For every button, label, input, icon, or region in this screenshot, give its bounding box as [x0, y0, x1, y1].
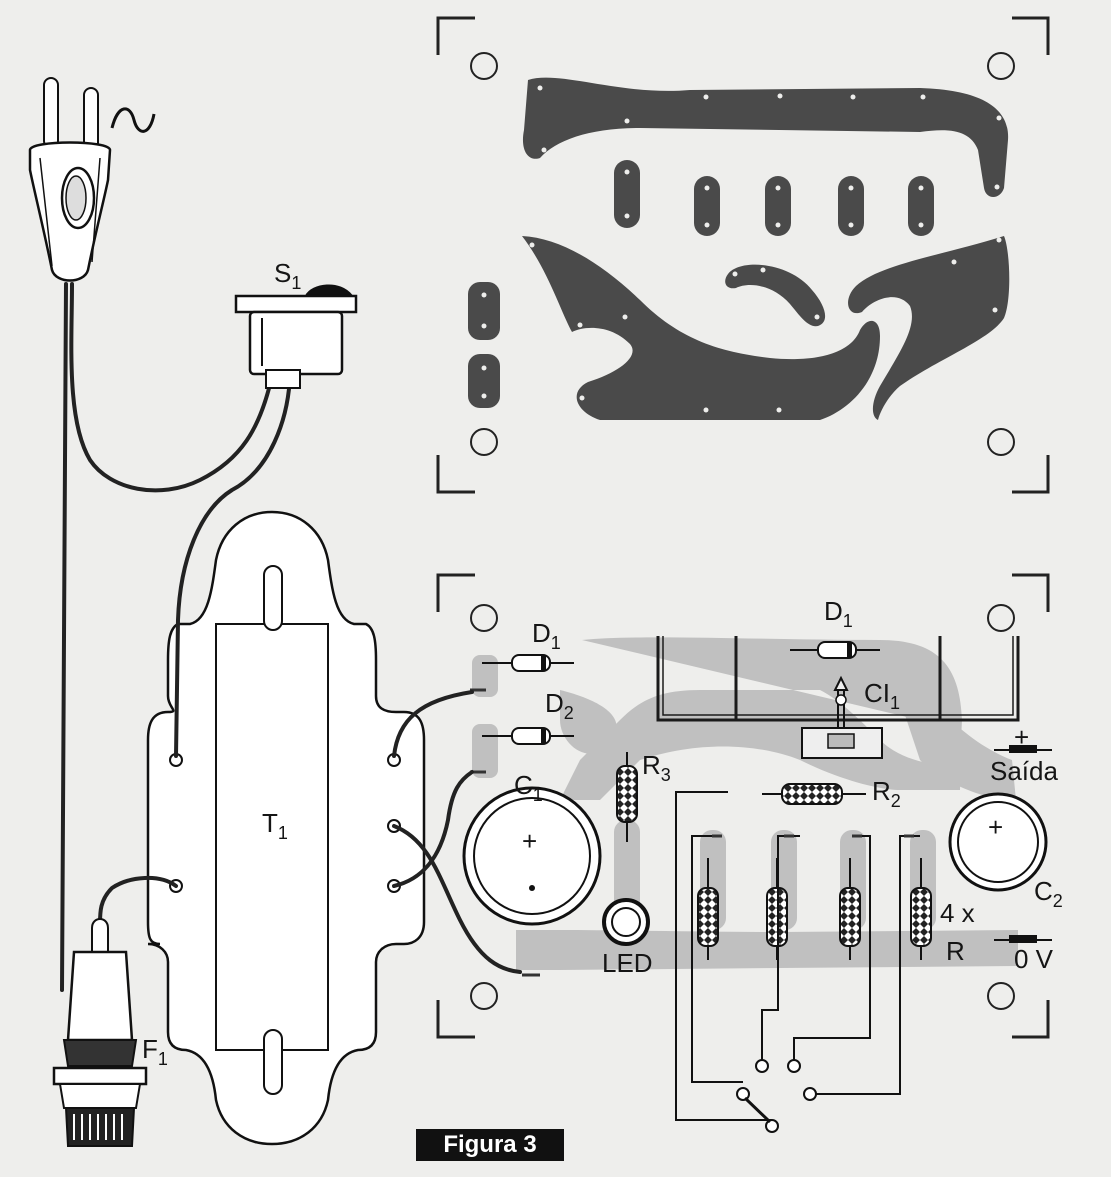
pcb-bottom-board: [436, 573, 1052, 1133]
output-leads: [994, 745, 1052, 943]
caption-background: [416, 1129, 564, 1161]
copper-pads: [468, 160, 934, 408]
ic-regulator-ci1: [801, 675, 883, 759]
label-c2-polarity: +: [988, 812, 1003, 842]
copper-trace: [848, 236, 1010, 420]
mounting-hole: [987, 52, 1015, 80]
label-f1: F1: [142, 1034, 168, 1069]
resistor-r3: [616, 752, 638, 842]
mounting-hole: [470, 52, 498, 80]
diode-d1-left: [482, 654, 574, 672]
label-4x: 4 x: [940, 898, 975, 928]
label-t1: T1: [262, 808, 288, 843]
label-s1: S1: [274, 258, 301, 293]
mounting-hole: [987, 428, 1015, 456]
fuse-holder-f1: [52, 918, 148, 1147]
label-r2: R2: [872, 776, 901, 811]
label-led: LED: [602, 948, 653, 978]
label-d1-left: D1: [532, 618, 561, 653]
mounting-hole: [470, 604, 498, 632]
mounting-hole: [470, 982, 498, 1010]
wires: [60, 282, 522, 992]
copper-trace: [522, 236, 880, 420]
corner-mark: [436, 16, 1050, 494]
capacitor-c1: [462, 786, 602, 926]
diode-d1-right: [790, 641, 880, 659]
component-labels: S1 T1 F1 D1 D2 D1 CI1 R3 R2 C1 C2 + + + …: [142, 258, 1063, 1069]
led-indicator: [602, 898, 650, 946]
switch-s1: [234, 284, 358, 389]
label-c1-polarity: +: [522, 826, 537, 856]
label-r3: R3: [642, 750, 671, 785]
pcb-top-board: [436, 16, 1050, 494]
mounting-hole: [987, 604, 1015, 632]
transformer-t1: [146, 510, 426, 1146]
diode-d2: [482, 727, 574, 745]
label-output-plus: +: [1014, 722, 1029, 752]
label-d1-right: D1: [824, 596, 853, 631]
label-c2: C2: [1034, 876, 1063, 911]
capacitor-c2: [948, 792, 1048, 892]
label-saida: Saída: [990, 756, 1058, 786]
copper-trace: [522, 77, 1009, 197]
resistor-r2: [762, 783, 866, 805]
label-ci1: CI1: [864, 678, 900, 713]
ac-plug: [28, 77, 112, 282]
label-zero-v: 0 V: [1014, 944, 1054, 974]
corner-mark: [436, 573, 1050, 1039]
label-c1: C1: [514, 770, 543, 805]
drill-holes: [481, 85, 1002, 413]
mounting-hole: [987, 982, 1015, 1010]
mounting-hole: [470, 428, 498, 456]
label-d2: D2: [545, 688, 574, 723]
label-r-group: R: [946, 936, 965, 966]
copper-trace: [725, 264, 826, 327]
figure-caption: Figura 3: [443, 1131, 537, 1158]
ac-sine-icon: [110, 107, 156, 133]
